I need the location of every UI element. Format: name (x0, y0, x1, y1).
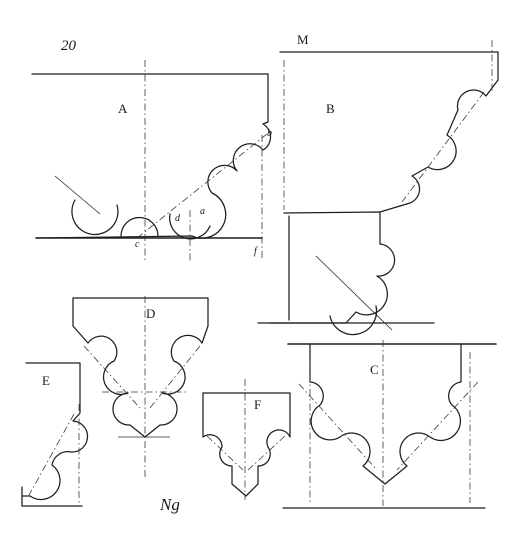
figure-c: C (282, 340, 497, 509)
figure-b-small-bead (329, 305, 378, 336)
figure-a: A b a d c f (31, 60, 273, 262)
figure-f: F (202, 379, 291, 500)
figure-f-label: F (254, 397, 261, 412)
figure-d-left-diagonal (83, 345, 141, 409)
figure-d-outline (72, 297, 209, 438)
figure-a-diagonal-axis (136, 129, 273, 239)
figure-a-middle-bead (120, 216, 159, 237)
figure-c-label: C (370, 362, 379, 377)
figure-c-outline (309, 343, 462, 485)
figure-a-point-c: c (135, 239, 140, 250)
figure-e-label: E (42, 373, 50, 388)
figure-a-point-d: d (175, 213, 181, 224)
figure-a-point-a: a (200, 206, 205, 217)
figure-b-label: B (326, 101, 335, 116)
figure-b-top-outline (279, 51, 499, 213)
figure-d-label: D (146, 306, 155, 321)
figure-b-corner-m: M (297, 32, 309, 47)
figure-c-right-diagonal (396, 381, 479, 471)
figure-a-left-bead (71, 199, 119, 236)
figure-d: D (72, 296, 209, 480)
figure-f-outline (202, 392, 291, 497)
figure-a-outline (31, 73, 272, 239)
figure-c-left-diagonal (298, 383, 378, 471)
figure-b-lower-outline (257, 211, 396, 324)
figure-a-left-diagonal (54, 175, 101, 215)
figure-e-diagonal-axis (27, 413, 75, 498)
figure-f-left-diagonal (206, 435, 244, 471)
figure-a-label: A (118, 101, 128, 116)
figure-b-diagonal-lower (315, 255, 393, 331)
figure-f-right-diagonal (247, 435, 286, 471)
figure-b: M B (257, 32, 499, 336)
page-number: 20 (61, 38, 77, 54)
figure-a-point-f: f (254, 246, 258, 257)
figure-e-outline (21, 362, 89, 501)
figure-b-diagonal-axis (401, 91, 485, 203)
signature: Ng (159, 495, 180, 514)
figure-e: E (21, 362, 89, 507)
figure-d-right-diagonal (149, 345, 201, 409)
figure-a-point-b: b (267, 128, 272, 139)
